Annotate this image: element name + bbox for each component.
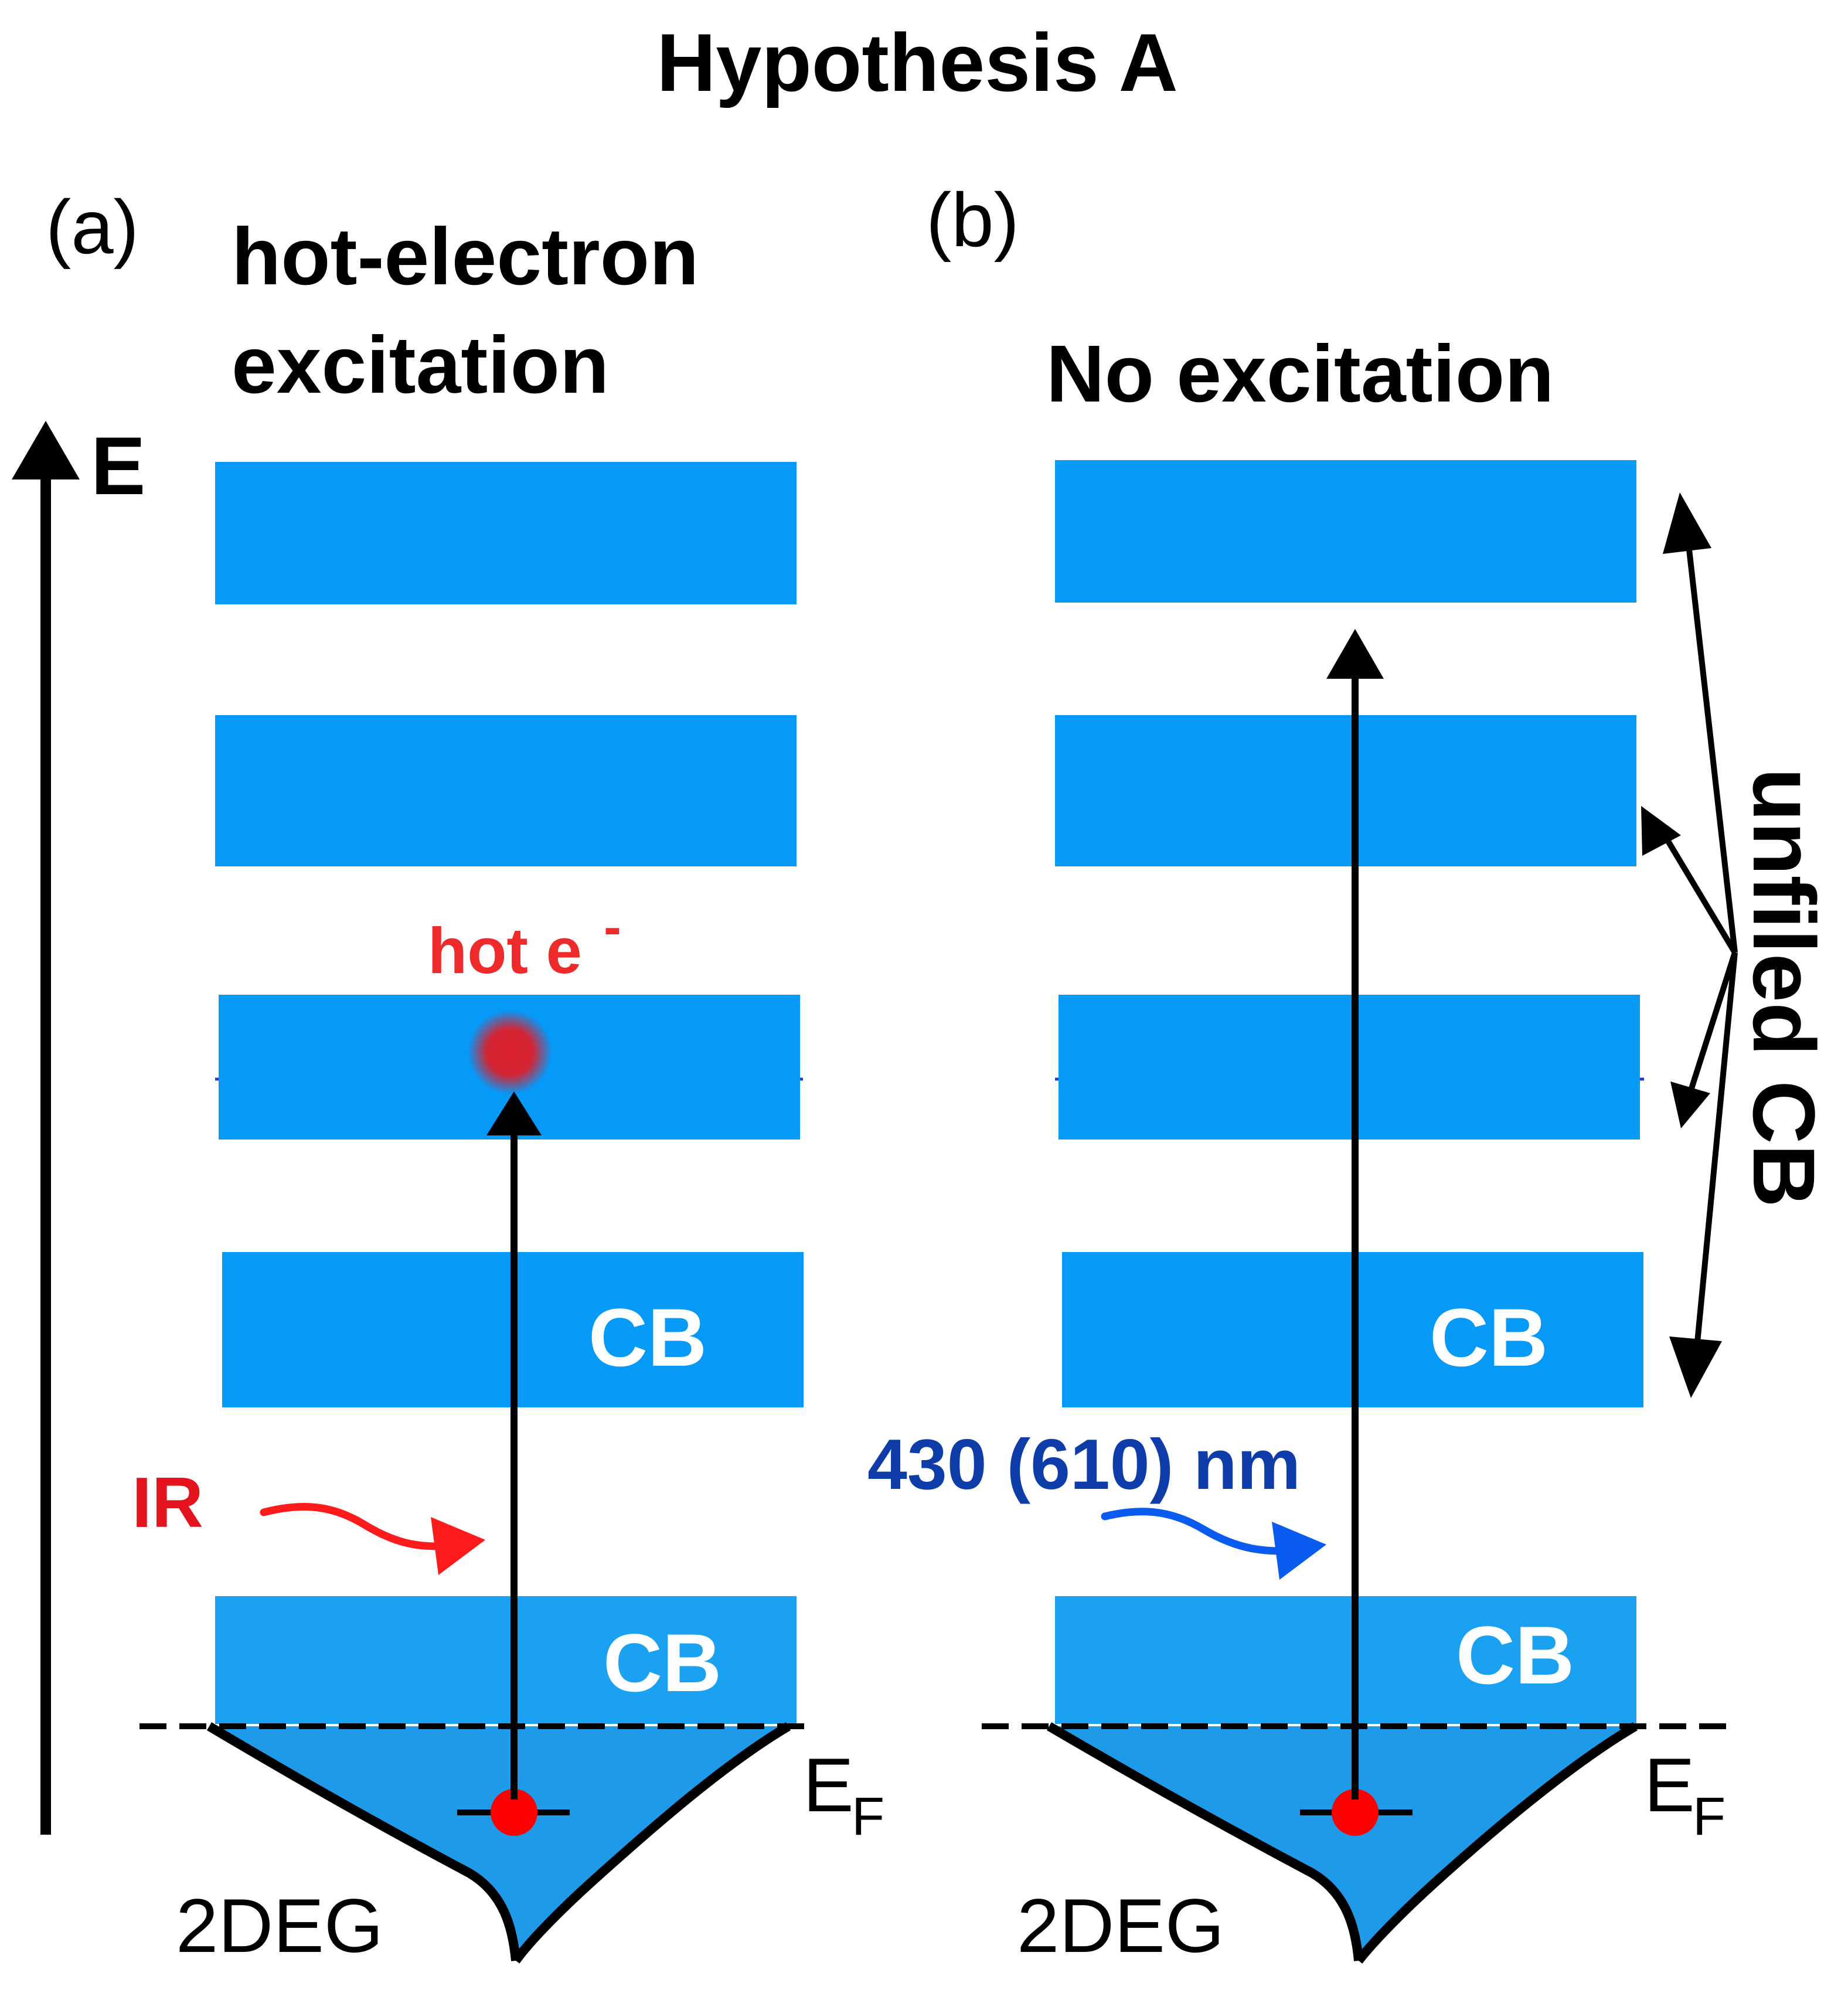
panel-a: (a) hot-electron excitation CB CB E F 2D… [46,184,884,1968]
conduction-band-1 [215,462,797,604]
electron [1332,1789,1379,1836]
electron [491,1789,537,1836]
wavelength-light-label: 430 (610) nm [867,1424,1301,1504]
wavelength-light-arrow-head [1272,1522,1326,1580]
excitation-arrow-head [486,1091,542,1135]
conduction-band-2 [1055,715,1636,866]
2deg-label: 2DEG [1017,1883,1224,1968]
pointer-line-second [1662,834,1738,954]
hot-electron-label: hot e - [428,898,621,987]
excitation-arrow-head [1326,629,1384,679]
band-label-cb-lower: CB [603,1617,721,1709]
2deg-well-outline [206,1722,791,1964]
unfiled-cb-label: unfiled CB [1735,768,1833,1208]
panel-a-tag: (a) [46,184,139,270]
pointer-arrow-head-second [1641,806,1681,856]
2deg-well [209,1726,788,1955]
page-title: Hypothesis A [656,16,1177,108]
band-label-cb-lower: CB [1456,1609,1574,1701]
panel-a-heading-line2: excitation [232,320,609,410]
up-arrow-icon [12,421,80,479]
panel-b: (b) No excitation CB CB E F 2DEG 430 (61… [867,177,1833,1968]
fermi-label-subscript: F [1693,1787,1726,1846]
pointer-arrow-head-third [1670,1081,1710,1128]
conduction-band-5 [1055,1596,1636,1724]
panel-b-heading: No excitation [1046,329,1554,419]
2deg-well [1049,1726,1635,1955]
fermi-label: E F [1644,1742,1726,1846]
band-label-cb-upper: CB [588,1291,707,1383]
ir-light-arrow-line [260,1502,455,1550]
2deg-well-outline [1046,1722,1638,1964]
2deg-label: 2DEG [176,1883,383,1968]
pointer-arrow-head-top [1663,492,1711,554]
wavelength-light-arrow-line [1101,1508,1299,1555]
unfiled-cb-pointers [1641,492,1738,1398]
pointer-arrow-head-fourth [1669,1336,1722,1398]
hot-electron [468,1010,552,1094]
ir-light-label: IR [132,1462,203,1542]
energy-axis: E [12,420,145,1835]
pointer-line-top [1685,539,1738,953]
pointer-line-fourth [1694,952,1738,1349]
conduction-band-1 [1055,460,1636,603]
ir-light-arrow-head [431,1517,485,1575]
pointer-line-third [1688,951,1738,1091]
conduction-band-2 [215,715,797,866]
fermi-label-text: E [803,1742,854,1828]
fermi-label-subscript: F [852,1787,884,1846]
conduction-band-5 [215,1596,797,1724]
energy-axis-label: E [91,420,145,512]
band-label-cb-upper: CB [1430,1291,1548,1383]
panel-a-heading-line1: hot-electron [232,212,699,302]
fermi-label: E F [803,1742,884,1846]
panel-b-tag: (b) [926,177,1019,263]
conduction-band-3 [1059,995,1640,1140]
fermi-label-text: E [1644,1742,1695,1828]
hot-electron-label-sup: - [604,898,621,957]
hot-electron-label-text: hot e [428,915,582,987]
